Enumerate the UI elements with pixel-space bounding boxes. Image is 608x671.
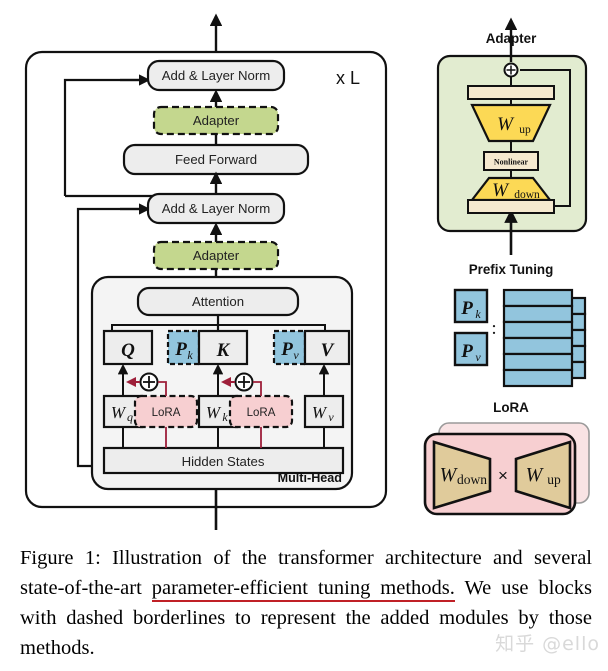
adapter-panel: Adapter W up Nonlinear [436, 17, 588, 255]
prefix-panel-pk-box [453, 288, 489, 324]
caption-underlined-phrase: parameter-efficient tuning methods. [151, 577, 455, 602]
weight-wv-label: W [312, 403, 328, 422]
block-add-layer-norm-bottom-label: Add & Layer Norm [162, 201, 270, 216]
prefix-tuning-panel: Prefix Tuning P k P v : [453, 262, 587, 388]
lora-w-up-label: W [526, 464, 545, 486]
prefix-pk-sub: k [187, 348, 193, 362]
weight-wv-sub: v [328, 410, 334, 424]
block-attention-label: Attention [192, 294, 244, 309]
prefix-pk-box[interactable] [166, 329, 201, 366]
repeat-label: x L [336, 68, 360, 88]
lora-panel-title: LoRA [493, 400, 529, 415]
block-adapter-attn-label: Adapter [193, 248, 240, 263]
block-hidden-states-label: Hidden States [182, 454, 265, 469]
weight-wq-sub: q [127, 410, 133, 424]
figure-caption: Figure 1: Illustration of the transforme… [20, 543, 592, 663]
block-lora-k-label: LoRA [247, 407, 276, 419]
figure-diagram: x L Add & Layer Norm Adapter Feed [24, 13, 590, 530]
transformer-block: x L Add & Layer Norm Adapter Feed [24, 13, 388, 530]
adapter-bottom-bar [467, 199, 555, 214]
proj-k-box[interactable] [197, 329, 249, 366]
wire-lora-plus-k [253, 381, 262, 396]
adapter-w-down-label: W [492, 180, 510, 201]
prefix-panel-pv-sub: v [475, 350, 481, 364]
lora-w-down-label: W [440, 464, 459, 486]
block-add-layer-norm-top-label: Add & Layer Norm [162, 68, 270, 83]
adapter-w-down-sub: down [514, 189, 540, 201]
adapter-w-up-trapezoid [470, 103, 552, 143]
weight-wk-label: W [206, 403, 222, 422]
adapter-top-bar [467, 85, 555, 100]
weight-wq-label: W [111, 403, 127, 422]
prefix-panel-pk-sub: k [475, 307, 481, 321]
prefix-panel-pv-box [453, 331, 489, 367]
lora-w-down-sub: down [457, 472, 487, 487]
lora-w-down-trapezoid [432, 440, 492, 510]
caption-part-two: We use blocks with dashed borderlines to… [20, 577, 592, 659]
prefix-pv-sub: v [293, 348, 299, 362]
prefix-panel-pv-label: P [460, 341, 473, 362]
prefix-pv-box[interactable] [272, 329, 307, 366]
block-adapter-ffn-label: Adapter [193, 113, 240, 128]
lora-w-up-sub: up [547, 472, 561, 487]
weight-wk-sub: k [222, 410, 228, 424]
transformer-outer-container [24, 50, 388, 509]
adapter-w-up-label: W [497, 114, 515, 135]
adapter-w-up-sub: up [519, 124, 531, 136]
proj-v-label: V [321, 340, 335, 361]
lora-multiply-symbol: × [498, 466, 508, 485]
prefix-panel-pk-label: P [460, 298, 473, 319]
prefix-panel-title: Prefix Tuning [469, 262, 554, 277]
prefix-pk-label: P [174, 339, 187, 360]
caption-part-one: Figure 1: Illustration of the transforme… [20, 547, 592, 599]
prefix-stack-front [502, 288, 574, 388]
proj-k-label: K [216, 340, 231, 361]
block-hidden-states[interactable] [102, 446, 345, 475]
proj-q-box[interactable] [102, 329, 154, 366]
block-lora-q-label: LoRA [152, 407, 181, 419]
block-feed-forward-label: Feed Forward [175, 152, 257, 167]
wire-lora-plus-q [158, 381, 167, 396]
prefix-pv-label: P [280, 339, 293, 360]
multi-head-label: Multi-Head [278, 471, 342, 485]
lora-panel: LoRA W down × W up [423, 400, 590, 516]
adapter-nonlinear-label: Nonlinear [494, 158, 529, 167]
prefix-panel-separator: : [491, 318, 496, 339]
lora-w-up-trapezoid [514, 440, 572, 510]
residual-path-ffn [63, 78, 218, 200]
proj-q-label: Q [121, 340, 135, 361]
